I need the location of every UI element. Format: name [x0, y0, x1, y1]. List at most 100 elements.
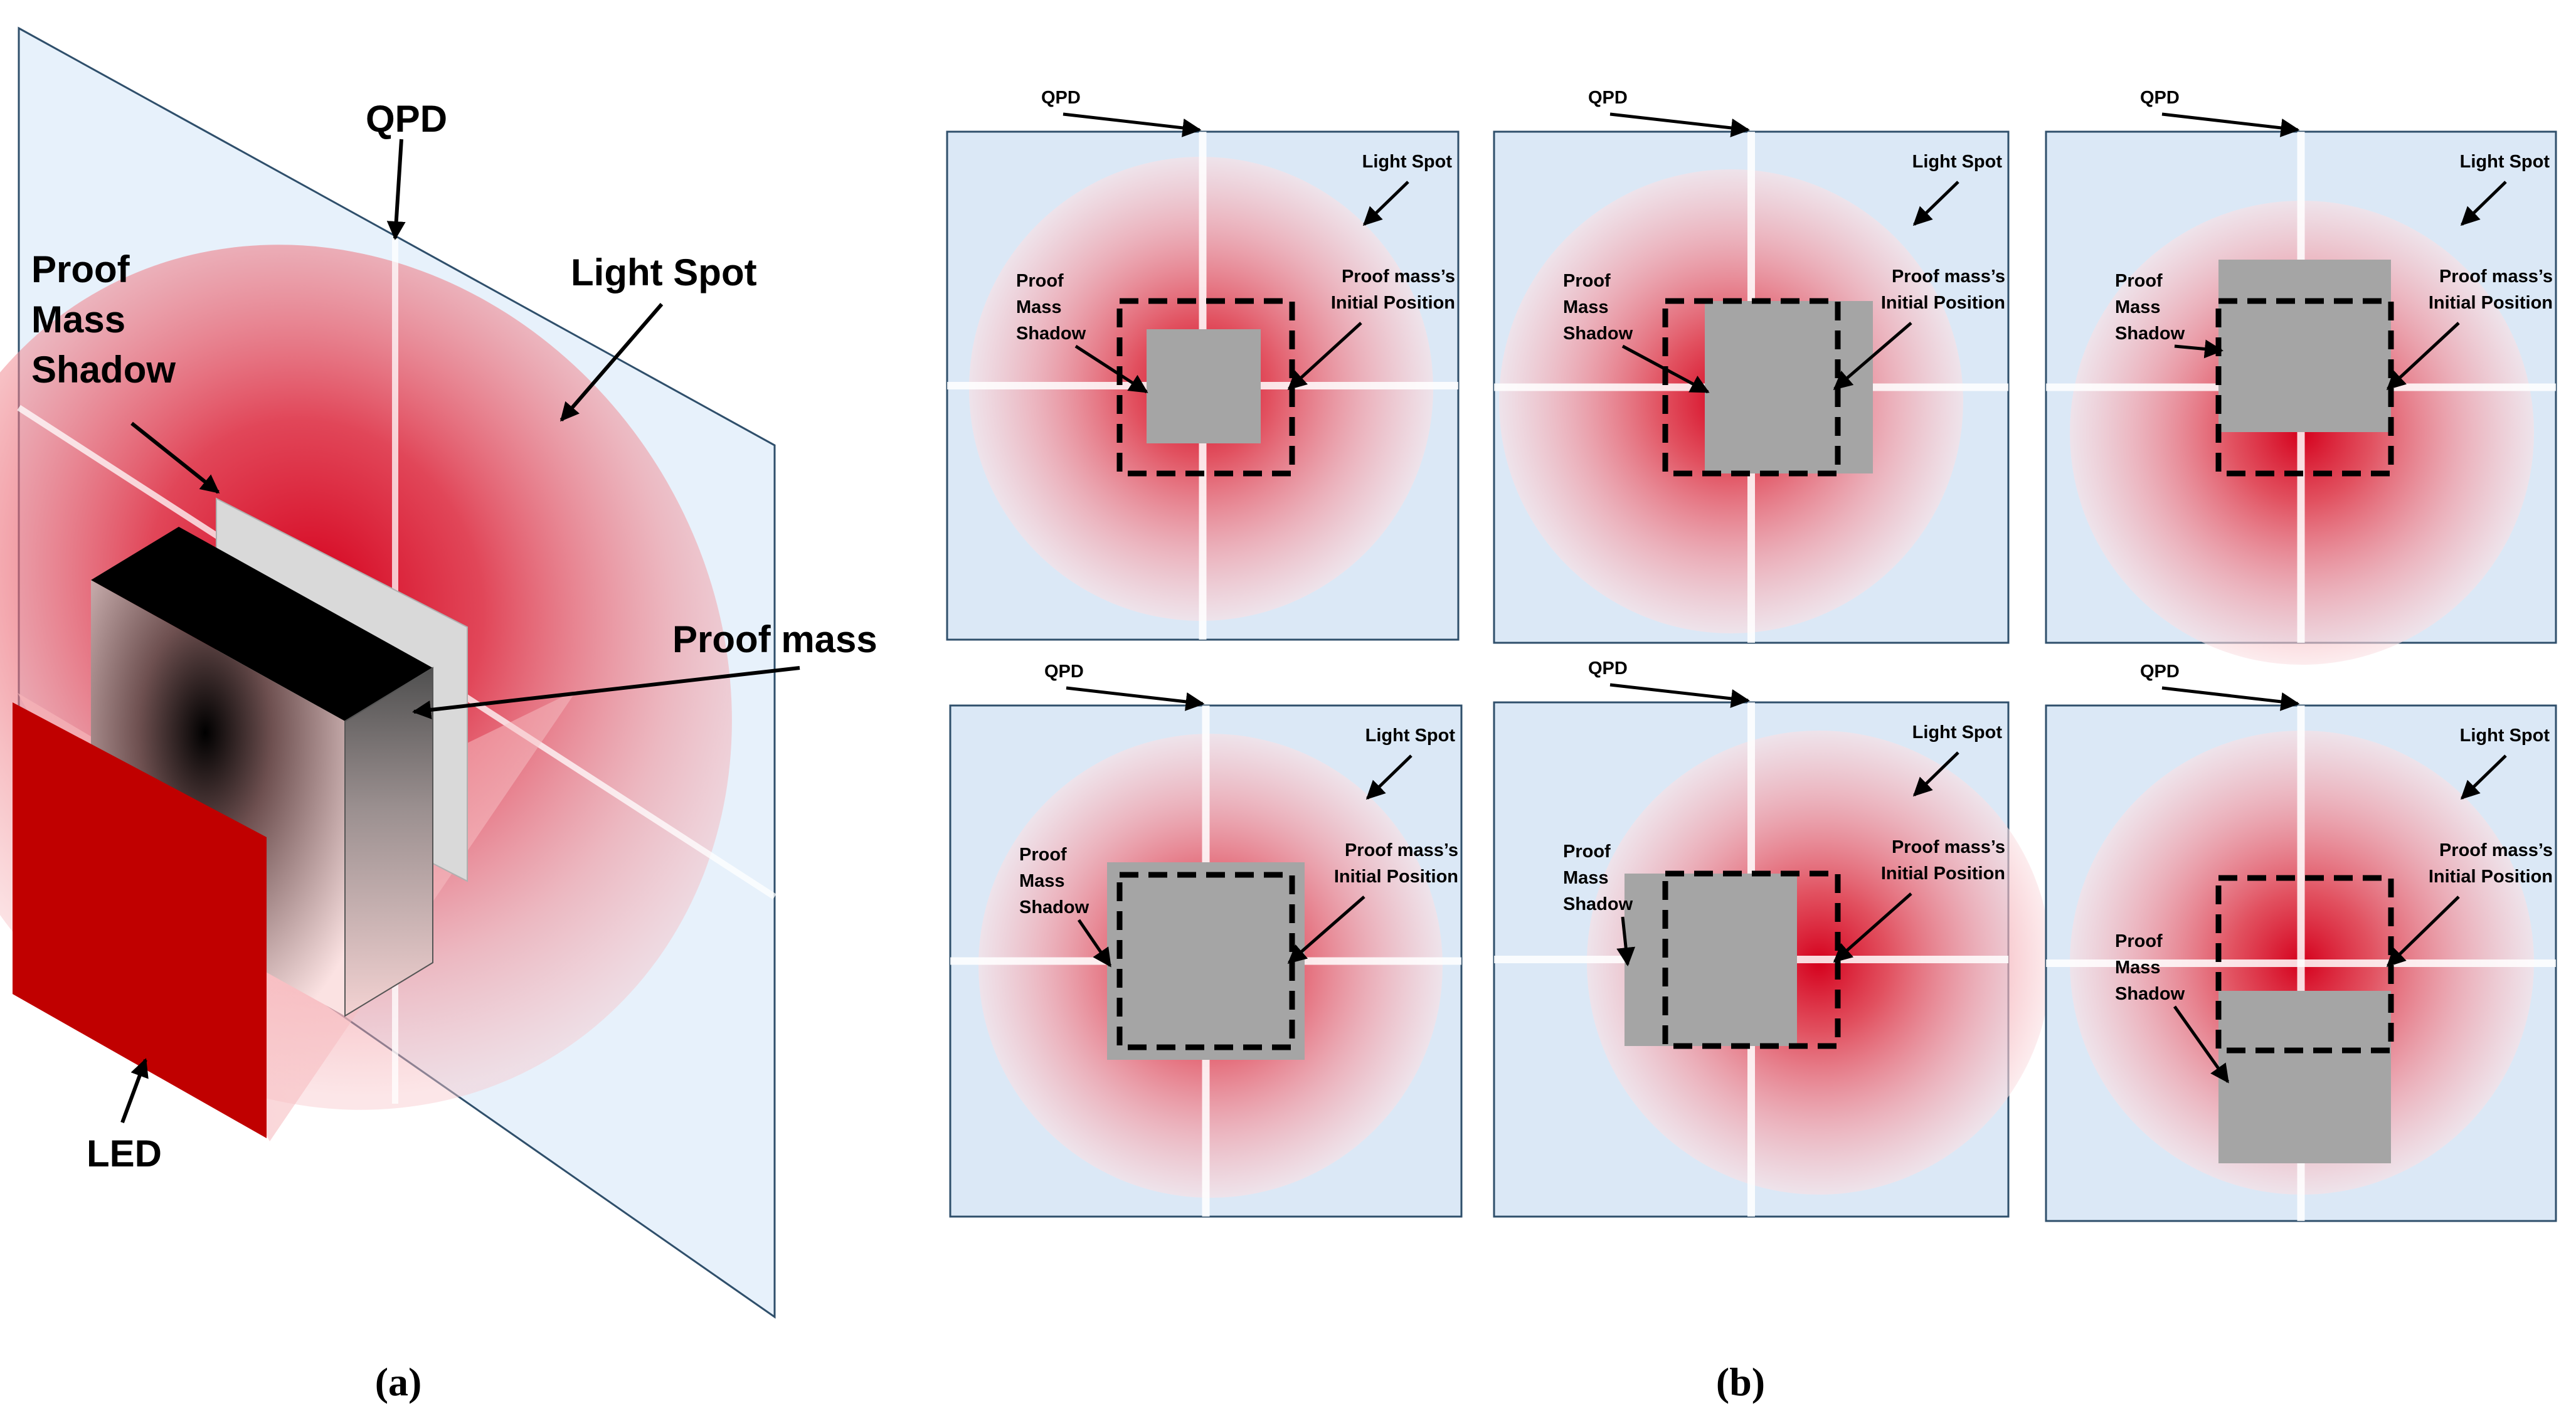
arrow-initial-position: [1287, 896, 1365, 964]
proof-mass-side: [344, 667, 433, 1017]
arrow-initial-position: [2386, 322, 2460, 391]
label-initial-line: Proof mass’s: [1342, 267, 1455, 287]
label-qpd: QPD: [1588, 658, 1628, 679]
led-panel: [13, 702, 267, 1138]
label-initial-line: Proof mass’s: [1892, 837, 2005, 857]
label-shadow-line: Mass: [1016, 297, 1062, 317]
proof-mass-shadow: [2218, 260, 2391, 432]
label-led-a: LED: [87, 1133, 162, 1175]
label-light-spot-a: Light Spot: [571, 251, 757, 293]
label-light-spot: Light Spot: [1362, 152, 1453, 172]
label-initial-line: Proof mass’s: [1345, 840, 1458, 860]
label-initial-line: Proof mass’s: [2439, 267, 2553, 287]
label-initial-line: Initial Position: [2429, 293, 2553, 313]
proof-mass-top: [91, 527, 433, 721]
arrow-light-spot: [1365, 754, 1413, 800]
arrow-qpd: [1609, 112, 1750, 137]
arrow-light-spot: [1912, 181, 1959, 226]
label-shadow-line: Proof: [1563, 271, 1611, 291]
label-qpd: QPD: [2140, 662, 2180, 682]
label-shadow-line: Shadow: [1019, 897, 1089, 917]
label-shadow-line: Shadow: [1016, 324, 1086, 344]
arrow-initial-position: [1833, 892, 1912, 963]
arrow-light-spot: [2460, 181, 2507, 226]
arrow-qpd: [1063, 112, 1202, 137]
label-initial-line: Initial Position: [1334, 867, 1458, 887]
proof-mass-shadow: [1625, 874, 1797, 1046]
arrow-qpd: [2161, 112, 2300, 137]
label-qpd: QPD: [1041, 88, 1081, 108]
label-shadow-line: Mass: [1563, 297, 1609, 317]
arrow-qpd: [1609, 683, 1750, 708]
label-shadow-line: Proof: [1019, 845, 1067, 865]
arrow-proof-mass-a: [412, 666, 800, 719]
label-shadow-line: Mass: [2115, 297, 2161, 317]
label-initial-line: Initial Position: [1881, 293, 2005, 313]
proof-mass-shadow: [2218, 991, 2391, 1163]
arrow-shadow: [1077, 919, 1112, 968]
label-light-spot: Light Spot: [1912, 722, 2003, 742]
label-qpd: QPD: [1588, 88, 1628, 108]
arrow-shadow: [1621, 344, 1710, 394]
label-shadow-a-line3: Shadow: [31, 349, 176, 391]
arrow-light-spot: [1912, 751, 1959, 797]
label-shadow-line: Proof: [1563, 842, 1611, 862]
label-initial-line: Initial Position: [1881, 864, 2005, 884]
arrow-qpd: [2161, 686, 2300, 711]
label-shadow-line: Proof: [1016, 271, 1064, 291]
label-shadow-line: Proof: [2115, 271, 2163, 291]
label-light-spot: Light Spot: [1365, 726, 1456, 746]
label-light-spot: Light Spot: [2460, 726, 2550, 746]
label-proof-mass-a: Proof mass: [672, 618, 877, 660]
panel-a: QPD Light Spot Proof Mass Shadow Proof m…: [0, 26, 877, 1404]
label-shadow-a-line1: Proof: [31, 248, 130, 290]
arrow-initial-position: [1833, 322, 1912, 390]
arrow-light-spot: [1362, 181, 1409, 226]
label-initial-line: Proof mass’s: [2439, 840, 2553, 860]
label-shadow-line: Mass: [1563, 868, 1609, 888]
caption-b: (b): [1716, 1360, 1765, 1404]
arrow-shadow-a: [130, 421, 220, 494]
label-shadow-a-line2: Mass: [31, 299, 125, 341]
arrow-qpd: [1066, 686, 1205, 711]
label-shadow-line: Proof: [2115, 931, 2163, 951]
label-shadow-a: Proof Mass Shadow: [31, 248, 176, 391]
arrow-initial-position: [1287, 322, 1362, 391]
label-shadow-line: Mass: [2115, 958, 2161, 978]
arrow-led-a: [120, 1058, 149, 1124]
proof-mass-shadow: [1107, 862, 1305, 1060]
arrow-shadow: [1074, 344, 1148, 394]
arrow-shadow: [2174, 339, 2224, 359]
caption-a: (a): [375, 1360, 422, 1404]
arrow-qpd-a: [386, 139, 406, 240]
arrow-light-spot-a: [559, 303, 664, 422]
label-shadow-line: Mass: [1019, 871, 1065, 891]
arrow-initial-position: [2386, 896, 2460, 968]
label-qpd: QPD: [2140, 88, 2180, 108]
label-initial-line: Initial Position: [2429, 867, 2553, 887]
arrow-light-spot: [2460, 754, 2507, 800]
proof-mass-shadow: [1705, 301, 1873, 473]
label-qpd-a: QPD: [366, 98, 447, 140]
label-shadow-line: Shadow: [1563, 324, 1633, 344]
arrow-shadow: [1616, 916, 1636, 966]
label-shadow-line: Shadow: [1563, 894, 1633, 914]
